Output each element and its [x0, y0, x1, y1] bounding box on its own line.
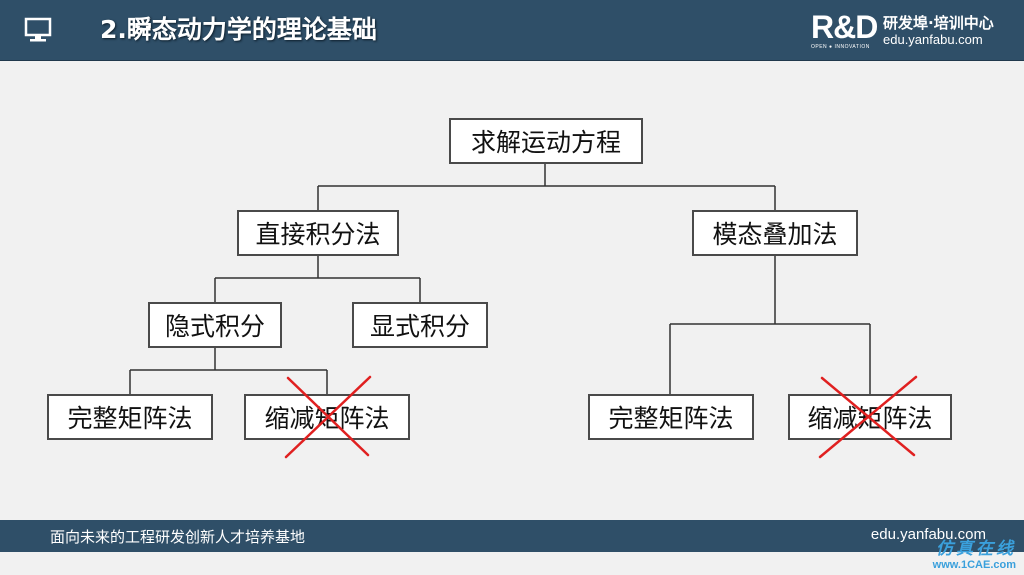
corner-watermark-url: www.1CAE.com — [932, 559, 1016, 571]
monitor-icon — [24, 17, 52, 47]
node-full-matrix-right: 完整矩阵法 — [588, 394, 754, 440]
node-implicit: 隐式积分 — [148, 302, 282, 348]
corner-watermark: 仿真在线 www.1CAE.com — [933, 534, 1016, 571]
node-explicit: 显式积分 — [352, 302, 488, 348]
logo-mark: R&D — [811, 9, 878, 45]
cross-mark-left — [284, 375, 372, 459]
brand-logo: R&D OPEN ● INNOVATION 研发埠·培训中心 edu.yanfa… — [811, 8, 1011, 56]
corner-watermark-title: 仿真在线 — [936, 539, 1016, 559]
node-modal-superposition: 模态叠加法 — [692, 210, 858, 256]
node-direct-integration: 直接积分法 — [237, 210, 399, 256]
footer-bar: 面向未来的工程研发创新人才培养基地 edu.yanfabu.com — [0, 520, 1024, 552]
header-bar: 2.瞬态动力学的理论基础 R&D OPEN ● INNOVATION 研发埠·培… — [0, 0, 1024, 61]
logo-subtitle: OPEN ● INNOVATION — [811, 44, 870, 50]
footer-url: edu.yanfabu.com — [870, 526, 986, 543]
logo-url: edu.yanfabu.com — [883, 32, 983, 47]
node-full-matrix-left: 完整矩阵法 — [47, 394, 213, 440]
node-root: 求解运动方程 — [449, 118, 643, 164]
logo-name: 研发埠·培训中心 — [883, 14, 994, 32]
slide-title: 2.瞬态动力学的理论基础 — [100, 15, 377, 44]
cross-mark-right — [818, 375, 918, 459]
footer-slogan: 面向未来的工程研发创新人才培养基地 — [50, 528, 306, 546]
